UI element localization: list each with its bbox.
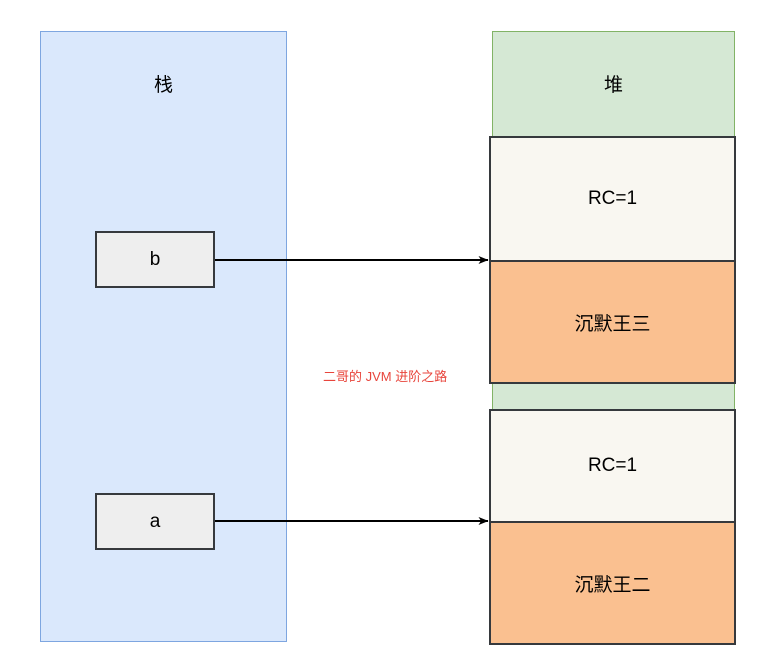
heap-object-2-refcount-label: RC=1	[587, 455, 638, 476]
stack-variable-a-label: a	[149, 510, 161, 532]
stack-variable-b[interactable]: b	[95, 231, 215, 288]
stack-title: 栈	[153, 75, 173, 96]
heap-object-2-refcount[interactable]: RC=1	[489, 409, 736, 523]
stack-variable-b-label: b	[149, 248, 161, 270]
heap-title: 堆	[603, 75, 623, 96]
stack-variable-a[interactable]: a	[95, 493, 215, 550]
heap-object-2-name-label: 沉默王二	[574, 574, 651, 596]
watermark-text: 二哥的 JVM 进阶之路	[323, 369, 448, 384]
heap-object-1-refcount-label: RC=1	[587, 188, 638, 209]
heap-object-2-name[interactable]: 沉默王二	[489, 521, 736, 645]
heap-object-1-refcount[interactable]: RC=1	[489, 136, 736, 262]
heap-object-1-name-label: 沉默王三	[574, 313, 651, 335]
heap-object-1-name[interactable]: 沉默王三	[489, 260, 736, 384]
stack-region: 栈	[40, 31, 287, 642]
